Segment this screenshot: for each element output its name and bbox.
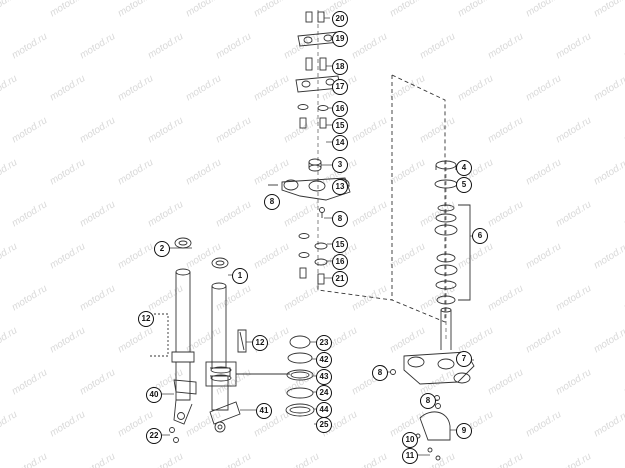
callout-8: 8 bbox=[332, 211, 348, 227]
protector-strip-left bbox=[150, 313, 169, 357]
washers-stack-upper bbox=[297, 104, 329, 129]
callout-4: 4 bbox=[456, 160, 472, 176]
callout-8: 8 bbox=[264, 194, 280, 210]
callout-8: 8 bbox=[420, 393, 436, 409]
callout-3: 3 bbox=[332, 157, 348, 173]
callout-10: 10 bbox=[402, 432, 418, 448]
callout-9: 9 bbox=[456, 423, 472, 439]
clamp-bolts bbox=[305, 57, 327, 71]
washers-stack-lower bbox=[298, 233, 328, 285]
callout-2: 2 bbox=[154, 241, 170, 257]
callout-6: 6 bbox=[472, 228, 488, 244]
callout-42: 42 bbox=[316, 352, 332, 368]
callout-41: 41 bbox=[256, 403, 272, 419]
callout-12: 12 bbox=[138, 311, 154, 327]
callout-18: 18 bbox=[332, 59, 348, 75]
assembly-dashed-frame bbox=[317, 74, 446, 323]
callout-15: 15 bbox=[332, 237, 348, 253]
fork-cap-right bbox=[211, 257, 229, 269]
callout-15: 15 bbox=[332, 118, 348, 134]
callout-12: 12 bbox=[252, 335, 268, 351]
callout-1: 1 bbox=[232, 268, 248, 284]
callout-21: 21 bbox=[332, 271, 348, 287]
callout-5: 5 bbox=[456, 177, 472, 193]
callout-25: 25 bbox=[316, 417, 332, 433]
brake-line-guide bbox=[419, 411, 451, 441]
steering-nut bbox=[308, 158, 322, 172]
fork-cap-left bbox=[174, 237, 192, 249]
steering-bearings bbox=[434, 160, 471, 305]
callout-22: 22 bbox=[146, 428, 162, 444]
protector-strip-right bbox=[237, 329, 247, 353]
callout-16: 16 bbox=[332, 254, 348, 270]
bottom-screws bbox=[390, 369, 441, 409]
fork-tube-right bbox=[209, 282, 241, 433]
callout-16: 16 bbox=[332, 101, 348, 117]
callout-14: 14 bbox=[332, 135, 348, 151]
seal-kit-box bbox=[205, 361, 237, 387]
top-bolts-part bbox=[305, 11, 325, 23]
axle-clamp-screws bbox=[169, 427, 179, 443]
fork-tube-left bbox=[171, 268, 197, 425]
callout-11: 11 bbox=[402, 448, 418, 464]
callout-23: 23 bbox=[316, 335, 332, 351]
callout-7: 7 bbox=[456, 351, 472, 367]
callout-17: 17 bbox=[332, 79, 348, 95]
callout-19: 19 bbox=[332, 31, 348, 47]
fork-seals bbox=[285, 335, 315, 417]
callout-13: 13 bbox=[332, 179, 348, 195]
clamp-screws bbox=[268, 184, 325, 218]
callout-20: 20 bbox=[332, 11, 348, 27]
guide-screws bbox=[415, 433, 441, 461]
callout-8: 8 bbox=[372, 365, 388, 381]
callout-44: 44 bbox=[316, 402, 332, 418]
callout-24: 24 bbox=[316, 385, 332, 401]
callout-43: 43 bbox=[316, 369, 332, 385]
callout-40: 40 bbox=[146, 387, 162, 403]
